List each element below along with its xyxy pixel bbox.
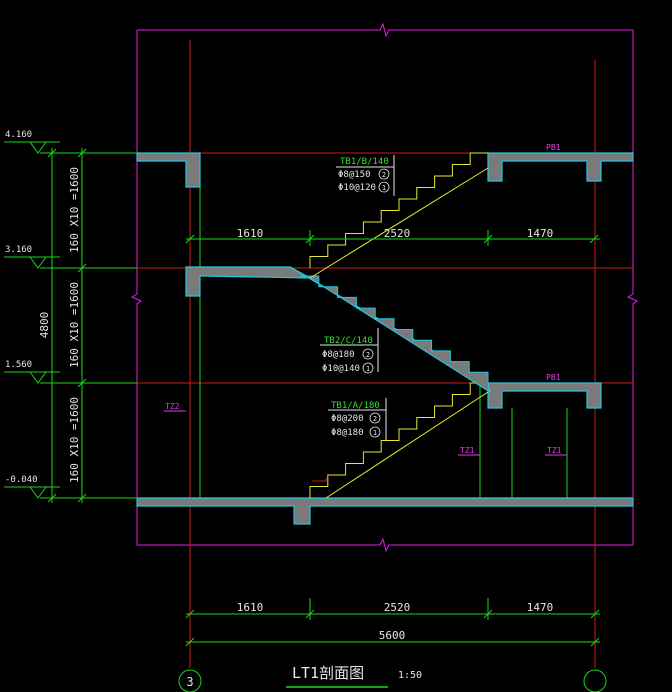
vertical-dim-label: 160 X10 =1600 (68, 397, 81, 483)
flight-1-annotation: TB1/B/140 Φ8@150 2 Φ10@120 1 (336, 155, 395, 196)
flight-2-steps (299, 275, 491, 394)
flight-2-name: TB2/C/140 (324, 336, 373, 346)
column-label: TZ1 (460, 446, 475, 455)
flight-2-bar-1: Φ10@140 (322, 364, 360, 374)
flight-2-annotation: TB2/C/140 Φ8@180 2 Φ10@140 1 (320, 328, 379, 374)
column-markers (164, 410, 567, 456)
bottom-dimension (185, 598, 600, 647)
mid-landing-lower (487, 382, 602, 409)
axis-lines (189, 40, 596, 668)
section-frame (130, 22, 638, 553)
top-landing (487, 152, 634, 182)
top-slab-left (136, 152, 201, 188)
flight-3-bar-1: Φ8@180 (331, 428, 364, 438)
axis-bubble-right (583, 669, 607, 692)
vertical-dimension (40, 148, 137, 503)
flight-1-bar-1: Φ10@120 (338, 183, 376, 193)
total-dim-label: 5600 (379, 629, 406, 642)
flight-1-steps (309, 152, 488, 268)
column-label: TZ1 (547, 446, 562, 455)
step-profile (309, 152, 488, 268)
flight-1-bar-2: Φ8@150 (338, 170, 371, 180)
flight-3-steps (309, 382, 488, 498)
drawing-scale: 1:50 (398, 670, 422, 681)
flight-3-bar-2: Φ8@200 (331, 414, 364, 424)
vertical-dim-label: 160 X10 =1600 (68, 167, 81, 253)
flight-1-bar-1-no: 1 (382, 184, 386, 192)
flight-1-bar-2-no: 2 (382, 171, 386, 179)
flight-3-annotation: TB1/A/180 Φ8@200 2 Φ8@180 1 (328, 398, 387, 440)
column-label: TZ2 (165, 402, 180, 411)
flight-2-bar-1-no: 1 (366, 365, 370, 373)
flight-1-soffit (309, 167, 489, 279)
inner-dim-label: 2520 (384, 227, 411, 240)
elevation-label: -0.040 (5, 475, 38, 485)
nosing-detail (312, 478, 327, 482)
beam-label: PB1 (546, 373, 561, 382)
flight-3-bar-2-no: 2 (373, 415, 377, 423)
step-profile (299, 275, 491, 394)
mid-landing-upper (185, 266, 311, 297)
inner-dimension (185, 230, 600, 246)
inner-dim-label: 1470 (527, 227, 554, 240)
beam-label: PB1 (546, 143, 561, 152)
axis-label-left: 3 (186, 675, 193, 689)
elevation-label: 1.560 (5, 360, 32, 370)
flight-2-bar-2: Φ8@180 (322, 350, 355, 360)
elevation-label: 3.160 (5, 245, 32, 255)
elevation-markers (4, 141, 60, 499)
bottom-dim-label: 1610 (237, 601, 264, 614)
vertical-dim-total: 4800 (38, 312, 51, 339)
flight-2-bar-2-no: 2 (366, 351, 370, 359)
flight-3-name: TB1/A/180 (331, 401, 380, 411)
flight-3-bar-1-no: 1 (373, 429, 377, 437)
step-profile (309, 382, 488, 498)
bottom-dim-label: 1470 (527, 601, 554, 614)
ground-slab (136, 497, 634, 525)
inner-dim-label: 1610 (237, 227, 264, 240)
flight-1-name: TB1/B/140 (340, 157, 389, 167)
drawing-title: LT1剖面图 (292, 664, 364, 682)
vertical-dim-label: 160 X10 =1600 (68, 282, 81, 368)
bottom-dim-label: 2520 (384, 601, 411, 614)
elevation-label: 4.160 (5, 130, 32, 140)
structure (136, 152, 634, 525)
flight-3-soffit (325, 391, 489, 499)
axis-bubble-left (178, 669, 202, 692)
